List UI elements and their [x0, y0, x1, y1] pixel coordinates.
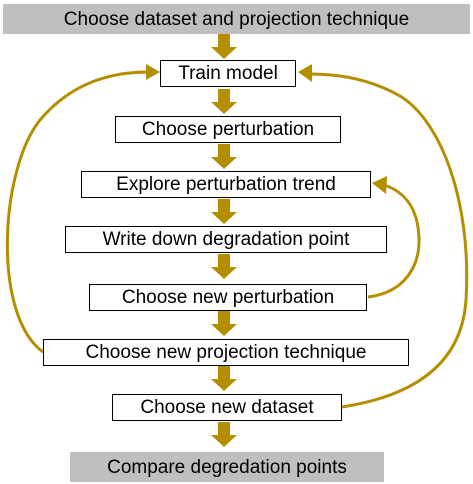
loop-new-dataset-to-train — [309, 72, 469, 409]
step-choose-new-perturbation: Choose new perturbation — [89, 284, 367, 311]
down-arrow-7 — [211, 366, 237, 391]
step-start-label: Choose dataset and projection technique — [63, 8, 410, 30]
step-choose-new-perturbation-label: Choose new perturbation — [121, 287, 335, 308]
down-arrow-1 — [211, 34, 237, 59]
loop-new-projection-to-train — [5, 70, 149, 354]
step-start: Choose dataset and projection technique — [3, 4, 470, 34]
loop-arrowhead-train-right — [298, 64, 312, 82]
loop-arrowhead-train-left — [146, 64, 160, 80]
step-train-model-label: Train model — [178, 63, 278, 84]
step-choose-new-projection-technique: Choose new projection technique — [43, 339, 409, 366]
step-choose-perturbation-label: Choose perturbation — [141, 119, 315, 140]
step-write-degradation-point-label: Write down degradation point — [102, 229, 350, 250]
step-write-degradation-point: Write down degradation point — [65, 226, 387, 253]
step-explore-perturbation-trend-label: Explore perturbation trend — [116, 174, 336, 195]
down-arrow-8 — [211, 422, 237, 447]
down-arrow-6 — [211, 311, 237, 336]
step-compare-degradation-points: Compare degredation points — [70, 452, 384, 482]
step-explore-perturbation-trend: Explore perturbation trend — [81, 171, 371, 198]
step-train-model: Train model — [160, 60, 296, 87]
loop-arrowhead-explore — [372, 176, 387, 194]
down-arrow-3 — [211, 144, 237, 169]
down-arrow-5 — [211, 254, 237, 279]
step-choose-new-projection-technique-label: Choose new projection technique — [85, 342, 367, 363]
down-arrow-4 — [211, 199, 237, 224]
step-choose-new-dataset: Choose new dataset — [112, 394, 342, 421]
loop-new-perturbation-to-explore — [367, 183, 421, 299]
step-choose-perturbation: Choose perturbation — [115, 116, 341, 143]
step-compare-degradation-points-label: Compare degredation points — [107, 456, 347, 478]
step-choose-new-dataset-label: Choose new dataset — [140, 397, 314, 418]
down-arrow-2 — [211, 89, 237, 114]
